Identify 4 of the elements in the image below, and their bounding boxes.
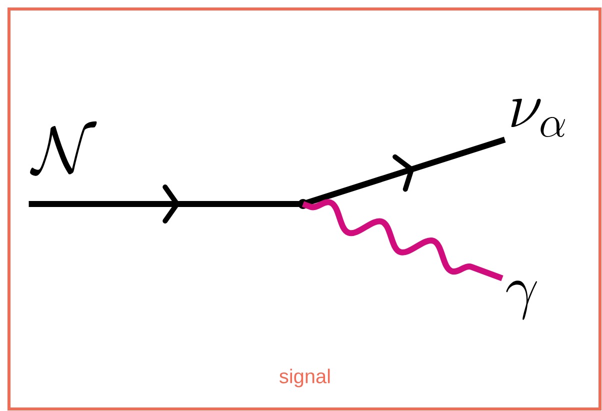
particle-label: $\mathcal{N}$ <box>30 121 97 176</box>
particle-label: $\nu_\alpha$ <box>511 98 566 137</box>
photon-line <box>302 199 504 282</box>
particle-label: $\gamma$ <box>506 280 538 320</box>
